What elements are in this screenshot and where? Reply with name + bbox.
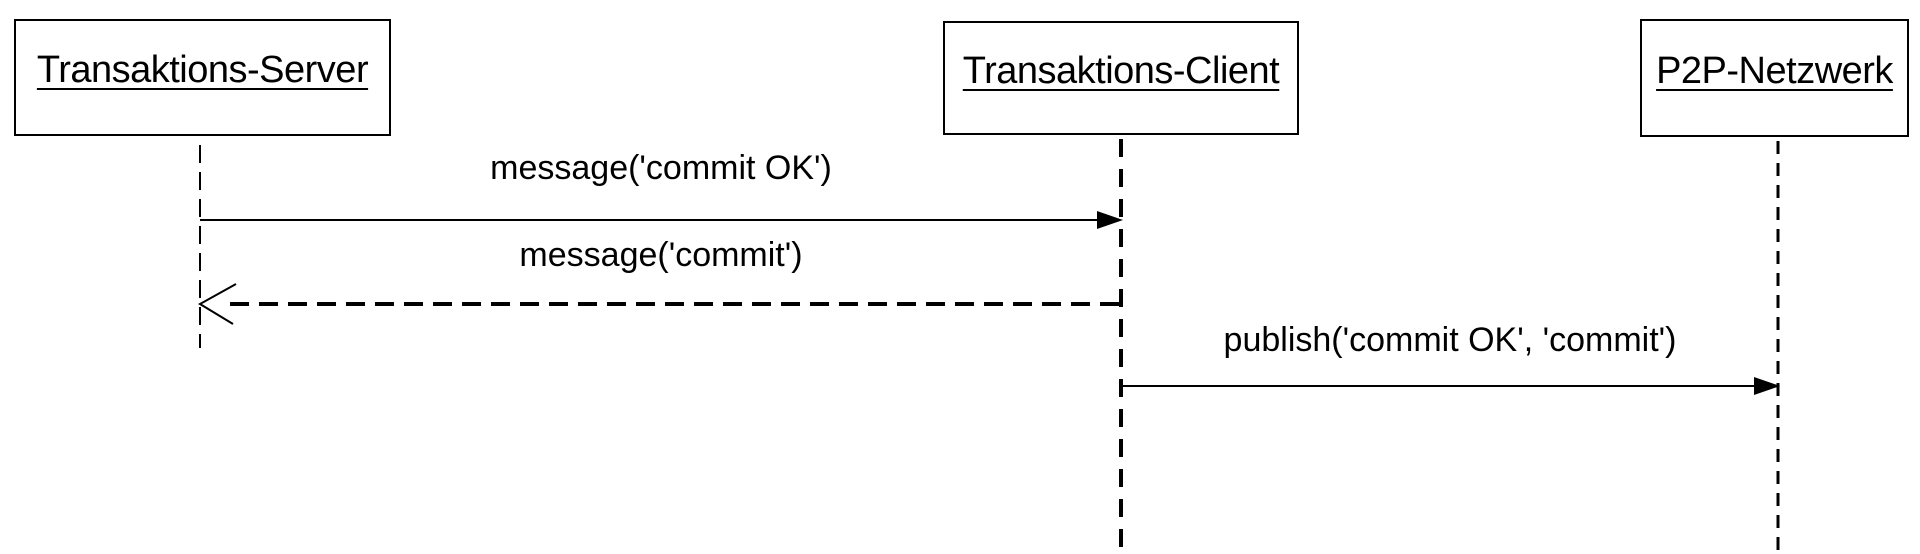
- message-commit-arrowhead: [198, 283, 237, 325]
- participant-p2p-netzwerk: P2P-Netzwerk: [1640, 19, 1909, 137]
- message-label-commit-ok: message('commit OK'): [490, 149, 832, 187]
- message-commit-ok-arrowhead: [1097, 211, 1123, 229]
- participant-name: P2P-Netzwerk: [1656, 49, 1893, 92]
- message-publish-arrowhead: [1754, 377, 1780, 395]
- participant-transaktions-client: Transaktions-Client: [943, 21, 1299, 135]
- participant-name: Transaktions-Client: [962, 49, 1280, 92]
- participant-transaktions-server: Transaktions-Server: [14, 19, 391, 136]
- message-label-commit: message('commit'): [519, 236, 803, 274]
- participant-name: Transaktions-Server: [36, 49, 369, 91]
- message-label-publish: publish('commit OK', 'commit'): [1223, 321, 1677, 359]
